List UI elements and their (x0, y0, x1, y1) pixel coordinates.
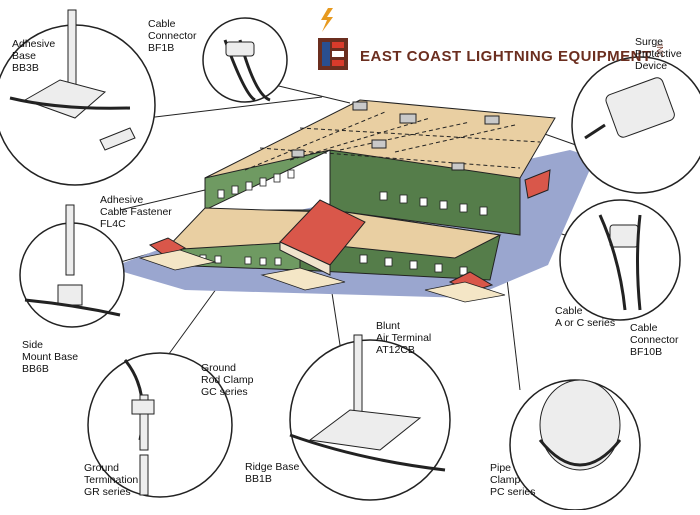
air-terminal-rod-icon (353, 334, 363, 421)
label-line: FL4C (100, 218, 126, 230)
label-side-mount: Side Mount Base BB6B (22, 339, 78, 375)
rooftop-units (291, 101, 500, 171)
label-line: Ground (84, 462, 120, 474)
label-line: Termination (84, 474, 139, 486)
side-mount-base-icon (57, 284, 83, 306)
label-line: GC series (201, 386, 248, 398)
adhesive-base-cable-icon (9, 96, 131, 110)
label-line: Cable Fastener (100, 206, 172, 218)
adhesive-base-rod-icon (67, 9, 77, 86)
label-line: Base (12, 50, 36, 62)
ground-rod-lower-icon (139, 454, 149, 496)
label-line: Clamp (490, 474, 521, 486)
brand-logo (318, 8, 348, 70)
callout-ground-rod (87, 352, 233, 498)
ground-rod-clamp-icon (131, 399, 155, 415)
label-cable-connector-bf1b: Cable Connector BF1B (148, 18, 196, 54)
label-line: BF1B (148, 42, 175, 54)
label-line: Cable (148, 18, 176, 30)
side-mount-rod-icon (65, 204, 75, 276)
label-adhesive-base: Adhesive Base BB3B (12, 38, 55, 74)
windows (184, 169, 488, 276)
label-line: AT12CB (376, 344, 415, 356)
bf10b-connector-icon (609, 224, 639, 248)
cable-fastener-icon (99, 127, 136, 151)
brand-name: EAST COAST LIGHTNING EQUIPMENT (360, 48, 652, 65)
side-mount-cable-icon (24, 298, 121, 317)
label-line: Cable (555, 305, 583, 317)
west-pad (138, 249, 217, 271)
label-line: BB6B (22, 363, 49, 375)
label-line: Cable (630, 322, 658, 334)
label-surge-device: Surge Protective Device (635, 36, 682, 72)
bf10b-cable2-icon (636, 214, 642, 311)
label-line: BB1B (245, 473, 272, 485)
pipe-clamp-pipe-icon (539, 379, 621, 471)
label-line: Protective (635, 48, 682, 60)
bf1b-connector-icon (225, 41, 255, 57)
label-line: Adhesive (12, 38, 56, 50)
label-ridge-base: Ridge Base BB1B (245, 461, 299, 485)
label-rod-clamp: Ground Rod Clamp GC series (201, 362, 254, 398)
surge-device-icon (605, 77, 675, 138)
logo-red-bar-top (332, 42, 344, 48)
lightning-bolt-icon (321, 8, 333, 32)
label-line: Ground (201, 362, 237, 374)
label-line: Pipe (490, 462, 512, 474)
label-line: A or C series (555, 317, 616, 329)
label-line: Mount Base (22, 351, 79, 363)
label-cable-connector-bf10b: Cable Connector BF10B (630, 322, 678, 358)
label-line: BB3B (12, 62, 39, 74)
label-cable-fastener: Adhesive Cable Fastener FL4C (100, 194, 172, 230)
label-line: Blunt (376, 320, 400, 332)
label-air-terminal: Blunt Air Terminal AT12CB (376, 320, 431, 356)
label-line: Adhesive (100, 194, 144, 206)
label-cable: Cable A or C series (555, 305, 615, 329)
main-roof (204, 99, 556, 179)
label-line: Device (635, 60, 668, 72)
pipe-clamp-strap-icon (538, 439, 622, 467)
label-line: Air Terminal (376, 332, 432, 344)
callout-cable-connector-bf10b (559, 199, 681, 321)
bf10b-cable-icon (598, 214, 627, 311)
label-line: BF10B (630, 346, 663, 358)
side-red-roof (524, 169, 551, 199)
label-line: Side (22, 339, 44, 351)
ridge-cable-icon (289, 433, 446, 472)
entrance-facade (279, 241, 331, 276)
label-line: GR series (84, 486, 131, 498)
surge-wire-icon (584, 123, 606, 140)
logo-red-bar-bottom (332, 60, 344, 66)
label-line: Rod Clamp (201, 374, 254, 386)
component-drawings (9, 9, 675, 496)
entrance-pad (260, 267, 346, 291)
label-line: Connector (630, 334, 679, 346)
label-line: Surge (635, 36, 664, 48)
label-line: Connector (148, 30, 197, 42)
label-line: Ridge Base (245, 461, 300, 473)
ground-rod-icon (139, 394, 149, 451)
label-ground-termination: Ground Termination GR series (84, 462, 138, 498)
label-pipe-clamp: Pipe Clamp PC series (490, 462, 536, 498)
building-illustration (138, 99, 556, 303)
label-line: PC series (490, 486, 536, 498)
logo-blue-bar (322, 42, 330, 66)
logo-white-bar (332, 51, 344, 57)
east-pad (424, 281, 506, 303)
ridge-base-icon (308, 409, 422, 451)
